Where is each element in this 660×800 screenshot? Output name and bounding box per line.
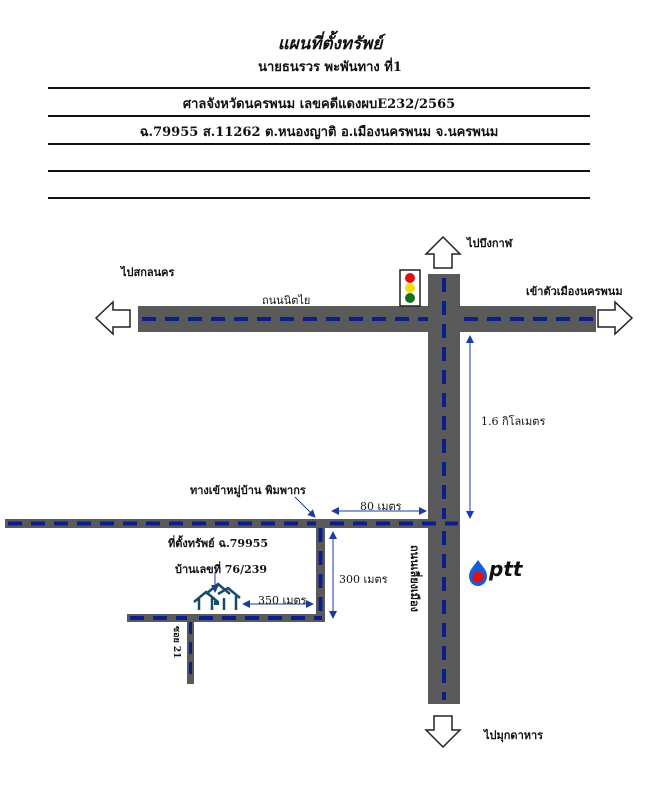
property-label: ที่ตั้งทรัพย์ ฉ.79955 (168, 537, 269, 550)
divider (48, 170, 590, 172)
distance-300m: 300 เมตร (339, 573, 388, 586)
deed-location: ฉ.79955 ส.11262 ต.หนองญาติ อ.เมืองนครพนม… (139, 125, 499, 140)
road-name-soi: ซอย 21 (171, 626, 181, 659)
map-title: แผนที่ตั้งทรัพย์ (277, 34, 383, 54)
house-number-label: บ้านเลขที่ 76/239 (175, 563, 268, 576)
arrow-east-icon (597, 300, 634, 336)
direction-north: ไปบึงกาฬ (467, 237, 513, 250)
divider (48, 115, 590, 117)
house-icon (193, 582, 241, 610)
divider (48, 143, 590, 145)
ptt-wordmark: ptt (489, 557, 523, 581)
road-name-main: ถนนเลี่ยงเมือง (408, 545, 421, 613)
arrow-west-icon (94, 300, 131, 336)
pointer-village-entrance (294, 496, 316, 518)
direction-south: ไปมุกดาหาร (484, 729, 544, 742)
owner-name: นายธนรวร พะพันทาง ที่1 (258, 60, 402, 75)
divider (48, 87, 590, 89)
direction-east: เข้าตัวเมืองนครพนม (526, 285, 623, 298)
distance-1-6km: 1.6 กิโลเมตร (481, 415, 546, 428)
divider (48, 197, 590, 199)
direction-west: ไปสกลนคร (121, 266, 175, 279)
court-case: ศาลจังหวัดนครพนม เลขคดีแดงผบE232/2565 (182, 97, 456, 112)
road-name-top: ถนนนิตไย (262, 294, 311, 307)
arrow-south-icon (424, 715, 462, 749)
distance-80m: 80 เมตร (360, 500, 402, 513)
road-main (428, 274, 460, 704)
road-soi (5, 519, 460, 684)
ptt-logo-icon (469, 560, 487, 586)
distance-350m: 350 เมตร (258, 594, 307, 607)
village-entrance-label: ทางเข้าหมู่บ้าน พิมพากร (190, 484, 306, 497)
traffic-light-icon (399, 269, 421, 307)
road-top (138, 306, 596, 332)
arrow-north-icon (424, 235, 462, 269)
